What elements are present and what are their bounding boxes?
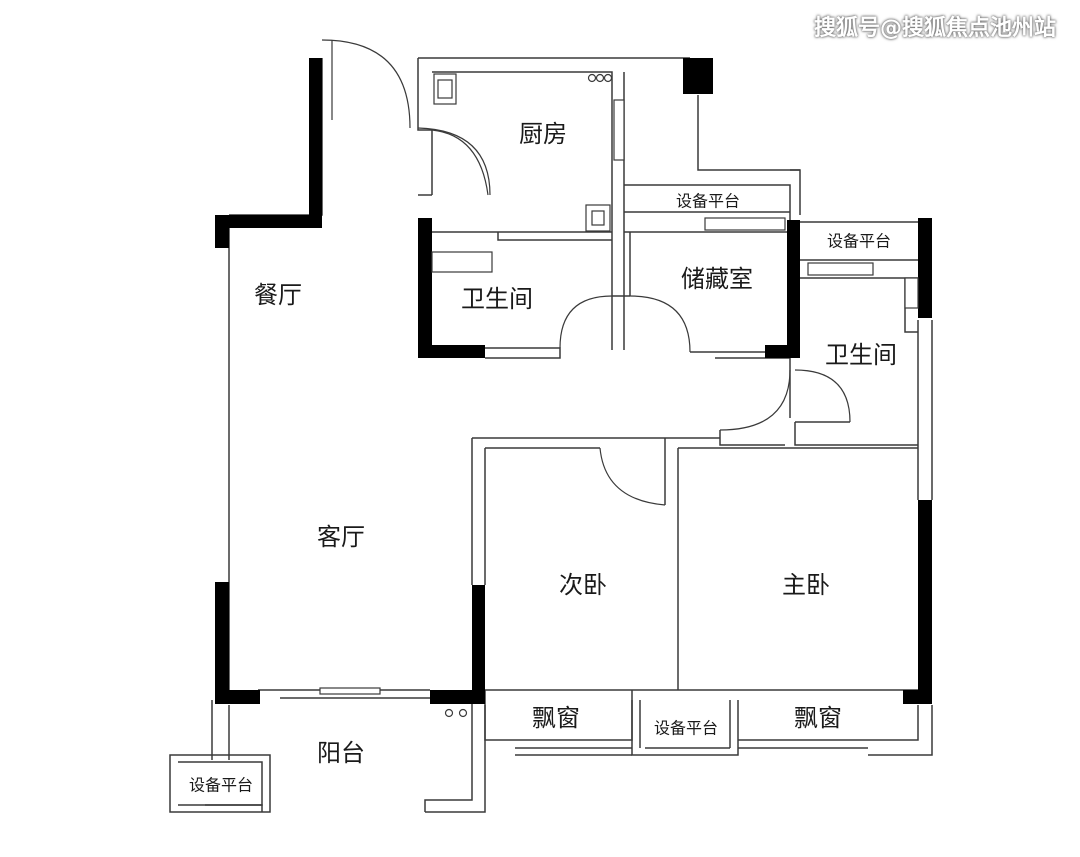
doors [321, 39, 851, 506]
label-platform-bottom-left: 设备平台 [189, 776, 253, 795]
label-master-bedroom: 主卧 [782, 571, 830, 599]
label-living-room: 客厅 [317, 523, 365, 551]
label-kitchen: 厨房 [519, 120, 567, 148]
label-balcony: 阳台 [317, 739, 365, 767]
label-bay-window-right: 飘窗 [794, 704, 842, 732]
label-bathroom-1: 卫生间 [461, 285, 533, 313]
label-bathroom-2: 卫生间 [825, 341, 897, 369]
fixtures [319, 73, 919, 718]
thin-walls [169, 57, 933, 813]
thick-walls [215, 58, 932, 704]
label-dining: 餐厅 [254, 281, 302, 309]
label-second-bedroom: 次卧 [559, 571, 607, 599]
label-platform-bottom-center: 设备平台 [654, 719, 718, 738]
label-platform-top-center: 设备平台 [676, 192, 740, 211]
watermark-text: 搜狐号@搜狐焦点池州站 [813, 16, 1056, 41]
label-platform-top-right: 设备平台 [827, 232, 891, 251]
label-storage: 储藏室 [681, 265, 753, 293]
label-bay-window-left: 飘窗 [532, 704, 580, 732]
room-labels: 厨房 餐厅 卫生间 储藏室 卫生间 客厅 次卧 主卧 飘窗 飘窗 阳台 [254, 120, 897, 767]
platform-labels: 设备平台 设备平台 设备平台 设备平台 [189, 192, 891, 795]
